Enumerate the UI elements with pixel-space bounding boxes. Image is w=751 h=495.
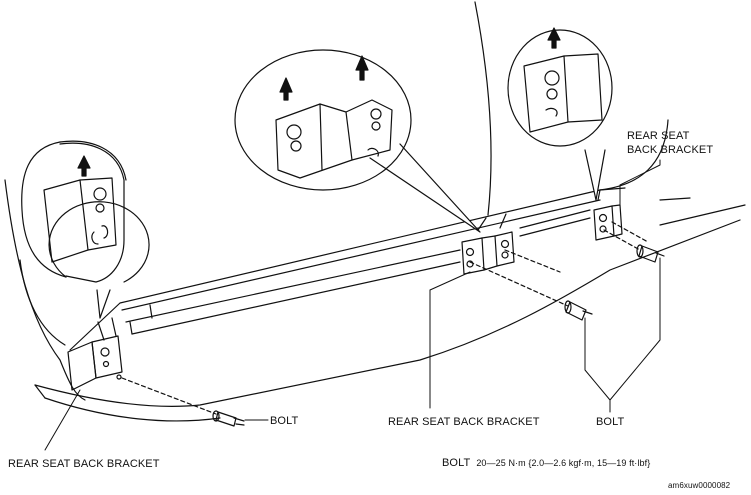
seat-cushion-frame: [34, 187, 746, 422]
label-bracket-center: REAR SEAT BACK BRACKET: [388, 416, 540, 428]
torque-spec-label: BOLT: [442, 457, 471, 469]
center-callout-up-arrow-right: [355, 55, 369, 81]
left-bracket-installed: [67, 317, 123, 391]
torque-spec: BOLT 20—25 N·m {2.0—2.6 kgf·m, 15—19 ft·l…: [442, 457, 650, 469]
left-callout-bubble: [21, 140, 150, 319]
center-callout-up-arrow-left: [279, 77, 293, 101]
label-bolt-right: BOLT: [596, 416, 625, 428]
left-callout-up-arrow: [77, 155, 91, 177]
label-bolt-left: BOLT: [270, 415, 299, 427]
bolt-left: [212, 410, 245, 427]
right-callout-up-arrow: [547, 27, 561, 49]
label-bracket-right-line1: REAR SEAT: [627, 130, 690, 142]
bolt-right: [636, 244, 665, 263]
bolt-paths: [121, 221, 649, 415]
bolt-center: [564, 300, 593, 321]
label-bracket-left: REAR SEAT BACK BRACKET: [8, 458, 160, 470]
right-callout-bubble: [507, 27, 613, 201]
center-bracket-installed: [461, 213, 515, 275]
seat-back-body: [4, 1, 691, 401]
label-bracket-right-line2: BACK BRACKET: [627, 144, 714, 156]
reference-code: am6xuw0000082: [668, 481, 731, 490]
torque-spec-value: 20—25 N·m {2.0—2.6 kgf·m, 15—19 ft·lbf}: [476, 458, 651, 468]
right-bracket-installed: [593, 189, 623, 241]
center-callout-bubble: [234, 49, 481, 233]
leader-lines: [44, 159, 661, 451]
